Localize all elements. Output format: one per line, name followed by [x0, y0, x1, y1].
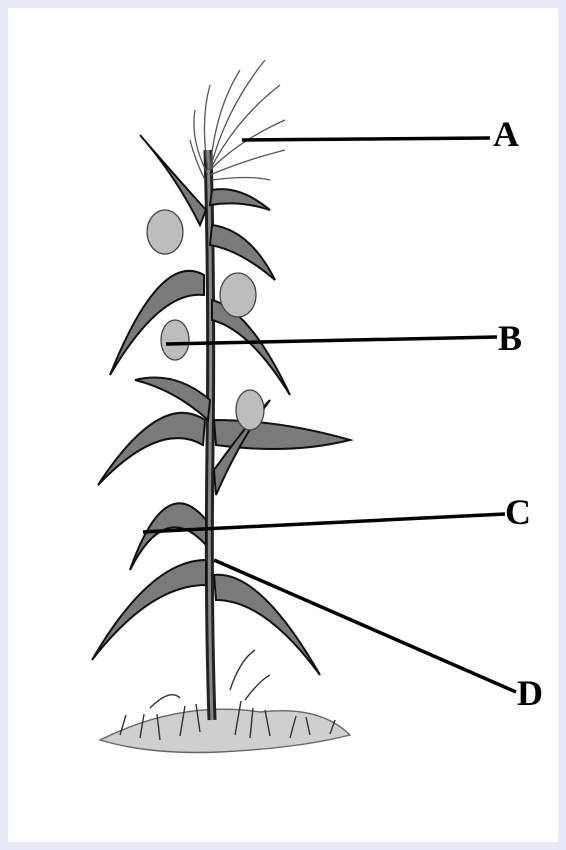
leader-line-b — [166, 337, 497, 344]
label-d: D — [517, 675, 543, 711]
leader-line-a — [242, 138, 490, 140]
label-a: A — [493, 116, 519, 152]
leaves — [92, 135, 350, 675]
leader-line-d — [214, 560, 516, 692]
label-c: C — [505, 494, 531, 530]
label-b: B — [498, 320, 522, 356]
